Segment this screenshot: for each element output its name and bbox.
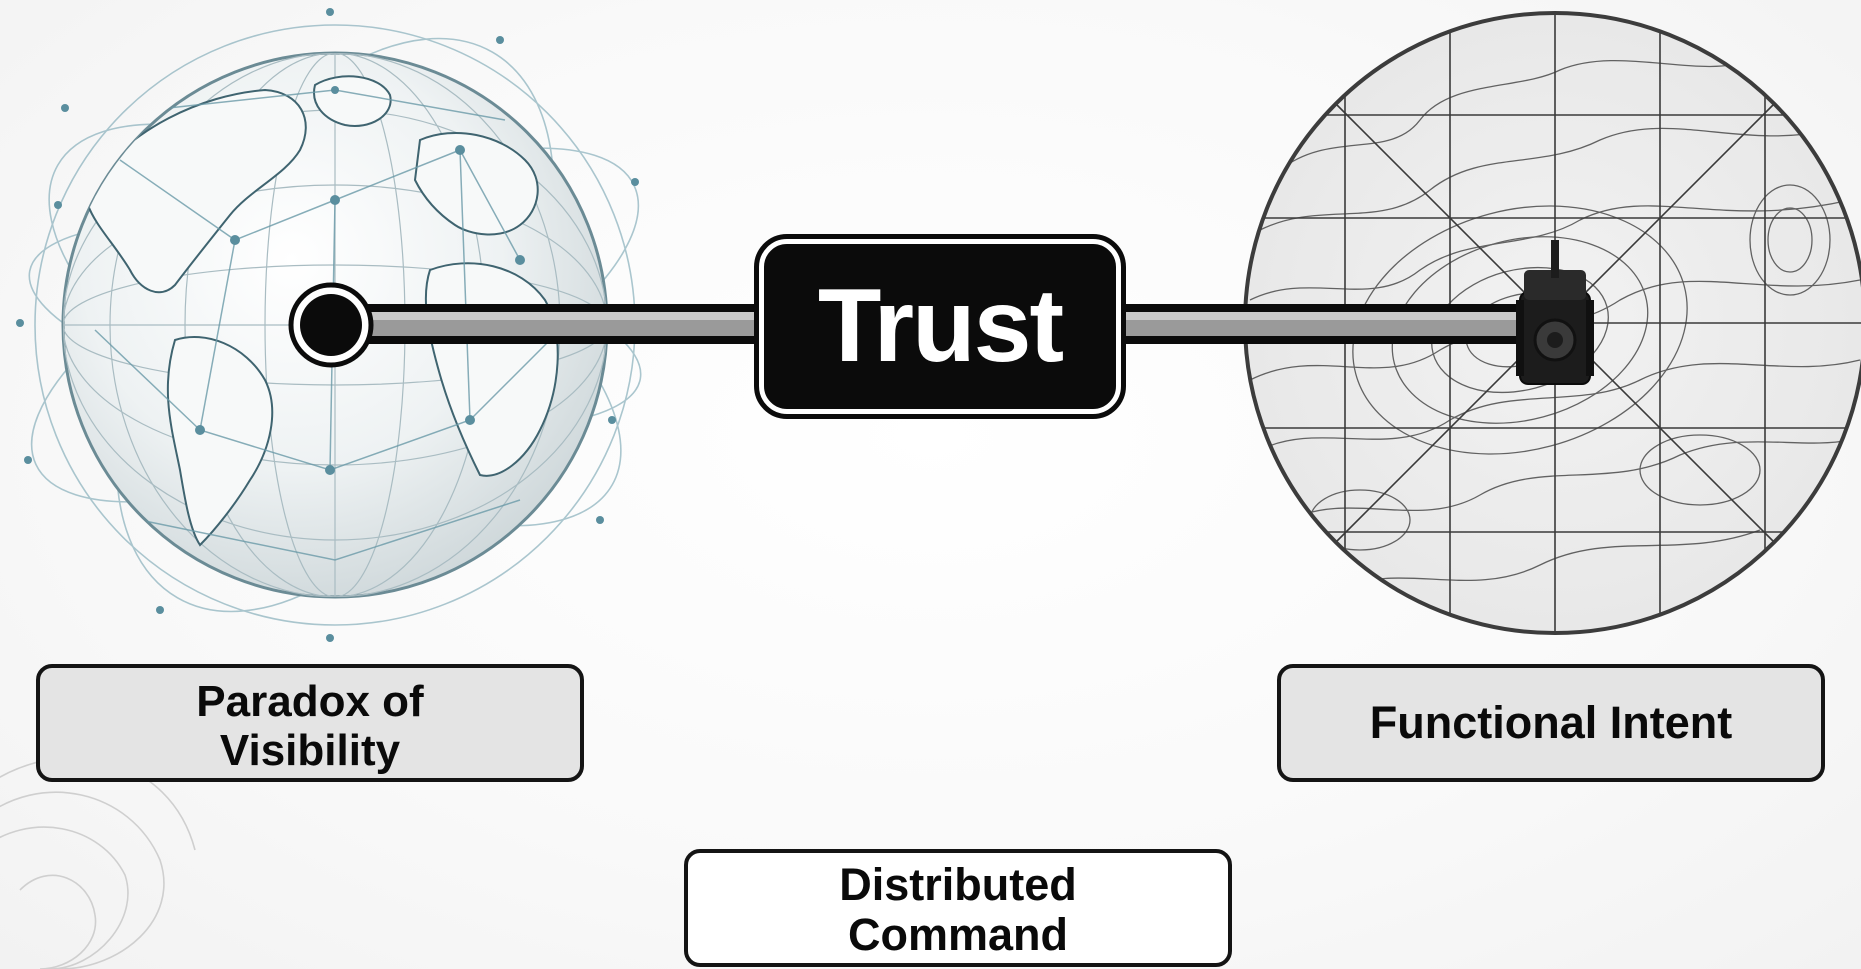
trust-label: Trust bbox=[817, 268, 1064, 384]
tank-icon bbox=[1516, 240, 1594, 385]
functional-intent-label: Functional Intent bbox=[1369, 696, 1733, 748]
paradox-of-visibility-label: Paradox of Visibility bbox=[196, 676, 424, 775]
functional-intent-box: Functional Intent bbox=[1277, 664, 1825, 782]
distributed-command-label: Distributed Command bbox=[839, 858, 1077, 960]
trust-badge: Trust bbox=[754, 234, 1126, 419]
paradox-of-visibility-box: Paradox of Visibility bbox=[36, 664, 584, 782]
distributed-command-box: Distributed Command bbox=[684, 849, 1232, 967]
background-contour bbox=[0, 756, 196, 969]
